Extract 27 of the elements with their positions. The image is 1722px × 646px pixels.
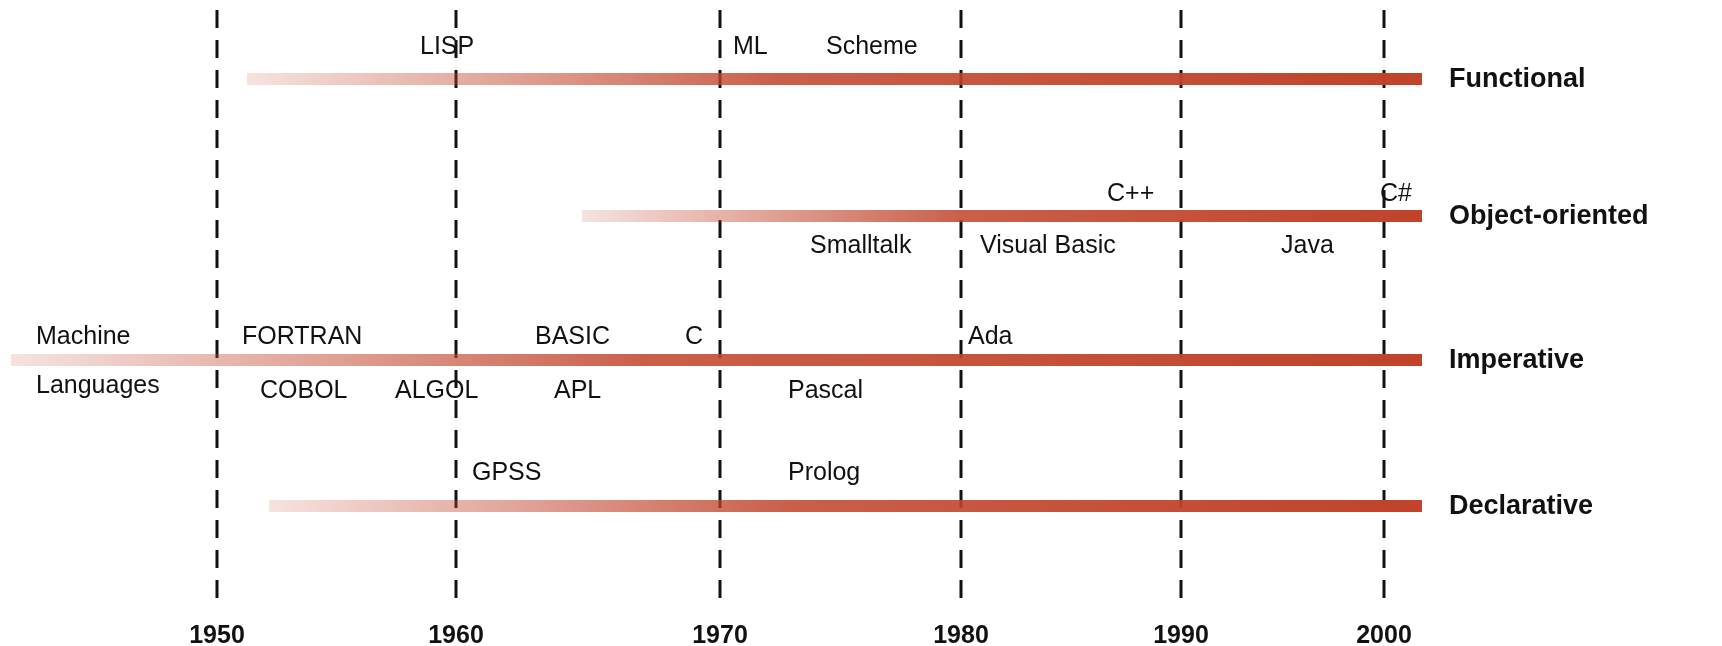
language-label: APL [554, 376, 602, 404]
year-label: 1970 [692, 621, 748, 646]
year-label: 1960 [428, 621, 484, 646]
language-label: GPSS [472, 458, 542, 486]
language-label: Smalltalk [810, 231, 912, 259]
language-label: Java [1281, 231, 1334, 259]
paradigm-label: Declarative [1449, 491, 1594, 521]
language-label: COBOL [260, 376, 348, 404]
language-label: Ada [968, 322, 1013, 350]
paradigm-label: Object-oriented [1449, 201, 1649, 231]
language-label: ML [733, 32, 768, 60]
language-label: BASIC [535, 322, 611, 350]
language-label: C [685, 322, 704, 350]
language-label: Pascal [788, 376, 864, 404]
paradigm-label: Functional [1449, 64, 1586, 94]
year-label: 2000 [1356, 621, 1412, 646]
language-label: ALGOL [395, 376, 479, 404]
language-label: C++ [1107, 179, 1155, 207]
paradigm-label: Imperative [1449, 345, 1585, 375]
language-label: FORTRAN [242, 322, 363, 350]
year-label: 1990 [1153, 621, 1209, 646]
year-label: 1980 [933, 621, 989, 646]
language-label: Prolog [788, 458, 861, 486]
year-label: 1950 [189, 621, 245, 646]
language-label: Scheme [826, 32, 918, 60]
language-label: Visual Basic [980, 231, 1116, 259]
language-label: Machine Languages [36, 320, 161, 400]
